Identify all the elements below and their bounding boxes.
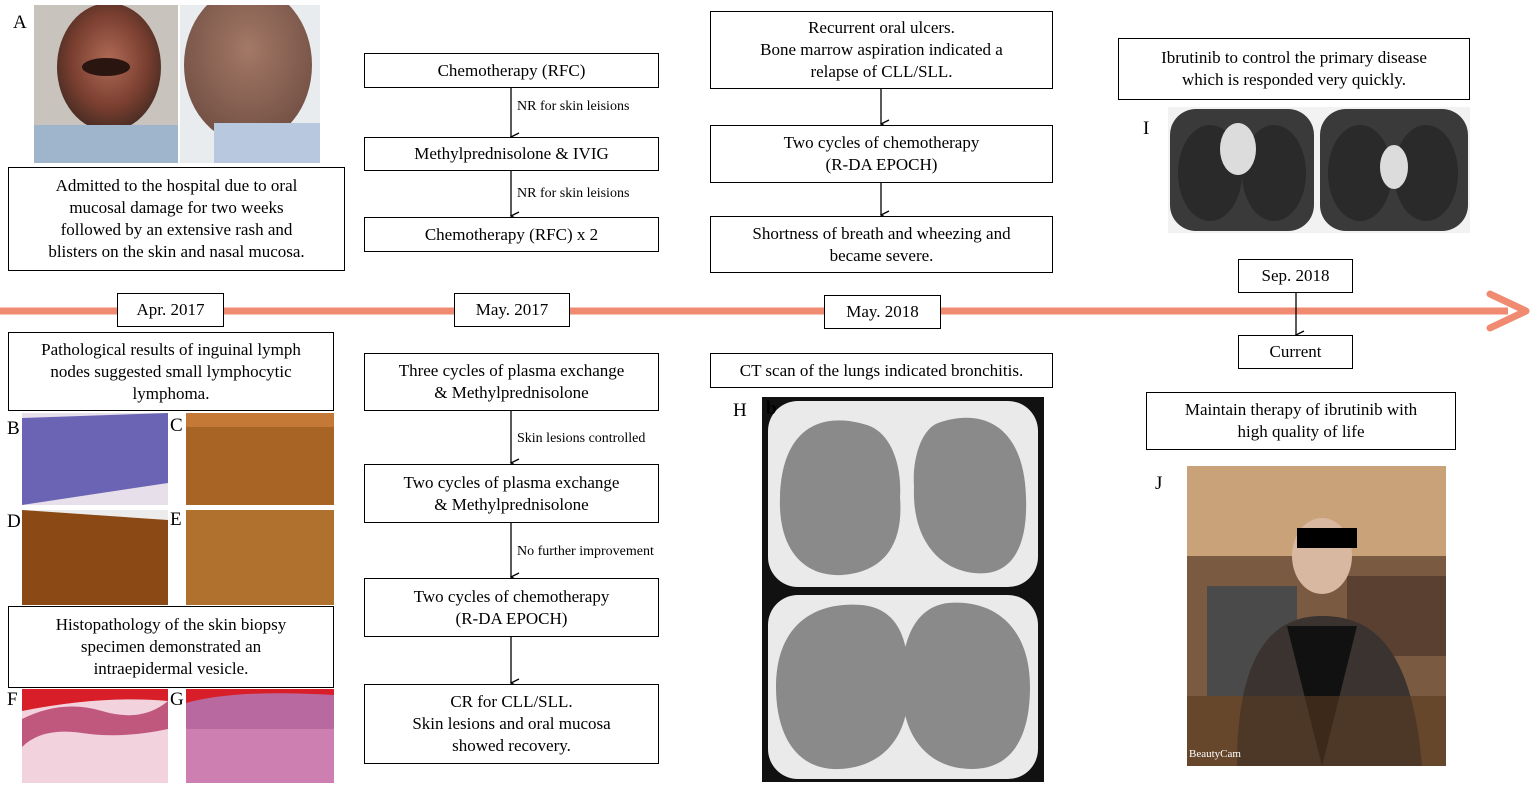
- panel-c-ihc-stain: [186, 413, 334, 505]
- panel-label-d: D: [7, 511, 21, 532]
- chemo-rda-epoch-box-1: Two cycles of chemotherapy(R-DA EPOCH): [364, 578, 659, 637]
- photo-panel-a: A: [34, 5, 320, 163]
- date-current: Current: [1238, 335, 1353, 369]
- panel-label-j: J: [1155, 473, 1163, 494]
- panel-e-ihc-stain: [186, 510, 334, 605]
- note-nr-skin-2: NR for skin leisions: [517, 186, 630, 201]
- panel-label-c: C: [170, 415, 183, 436]
- chemo-rfc-box: Chemotherapy (RFC): [364, 53, 659, 88]
- panel-label-b-small: b: [766, 398, 777, 419]
- chemo-rda-epoch-box-2: Two cycles of chemotherapy(R-DA EPOCH): [710, 125, 1053, 183]
- panel-label-g: G: [170, 689, 184, 710]
- panel-g-he-stain: [186, 689, 334, 783]
- methylpred-ivig-box: Methylprednisolone & IVIG: [364, 137, 659, 171]
- date-may-2017: May. 2017: [454, 293, 570, 327]
- plasma-exchange-3-box: Three cycles of plasma exchange& Methylp…: [364, 353, 659, 411]
- chemo-rfc-x2-box: Chemotherapy (RFC) x 2: [364, 217, 659, 252]
- date-may-2018: May. 2018: [824, 295, 941, 329]
- note-skin-controlled: Skin lesions controlled: [517, 431, 646, 446]
- panel-label-a-outer: A: [13, 12, 27, 33]
- patient-skin-photos: [34, 5, 320, 163]
- panel-label-f: F: [7, 689, 18, 710]
- ct-bronchitis-box: CT scan of the lungs indicated bronchiti…: [710, 353, 1053, 388]
- panel-b-he-stain: [22, 413, 168, 505]
- ibrutinib-box: Ibrutinib to control the primary disease…: [1118, 38, 1470, 100]
- date-apr-2017: Apr. 2017: [117, 293, 224, 327]
- beautycam-watermark: BeautyCam: [1189, 748, 1241, 760]
- panel-label-b: B: [7, 418, 20, 439]
- ct-scan-panel-h: b: [762, 397, 1044, 782]
- panel-d-ihc-stain: [22, 510, 168, 605]
- panel-label-e: E: [170, 509, 182, 530]
- date-sep-2018: Sep. 2018: [1238, 259, 1353, 293]
- ct-scan-panel-i: [1168, 107, 1470, 233]
- note-no-further-improvement: No further improvement: [517, 544, 654, 559]
- note-nr-skin-1: NR for skin leisions: [517, 99, 630, 114]
- panel-label-i: I: [1143, 118, 1150, 139]
- patient-photo-panel-j: BeautyCam: [1187, 466, 1446, 766]
- plasma-exchange-2-box: Two cycles of plasma exchange& Methylpre…: [364, 464, 659, 523]
- panel-label-h: H: [733, 400, 747, 421]
- cr-recovery-box: CR for CLL/SLL.Skin lesions and oral muc…: [364, 684, 659, 764]
- relapse-box: Recurrent oral ulcers.Bone marrow aspira…: [710, 11, 1053, 89]
- panel-f-he-stain: [22, 689, 168, 783]
